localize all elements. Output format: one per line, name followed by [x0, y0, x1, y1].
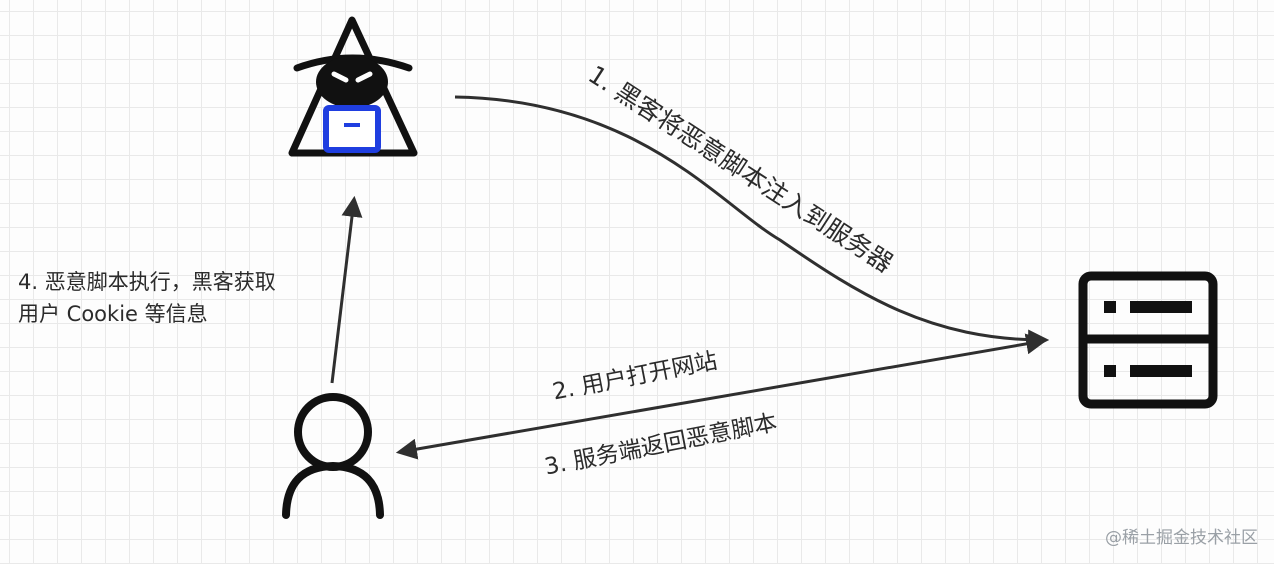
arrow-hacker-to-server: [454, 95, 1050, 351]
user-icon: [282, 393, 384, 519]
server-icon: [1078, 271, 1218, 409]
step4-label-line1: 4. 恶意脚本执行，黑客获取: [18, 270, 276, 294]
watermark: @稀土掘金技术社区: [1105, 528, 1258, 548]
arrow-user-server: [395, 333, 1048, 460]
step4-label: 4. 恶意脚本执行，黑客获取 用户 Cookie 等信息: [18, 266, 276, 330]
arrow-user-to-hacker: [330, 195, 363, 384]
step4-label-line2: 用户 Cookie 等信息: [18, 302, 208, 326]
hacker-icon: [288, 16, 418, 157]
